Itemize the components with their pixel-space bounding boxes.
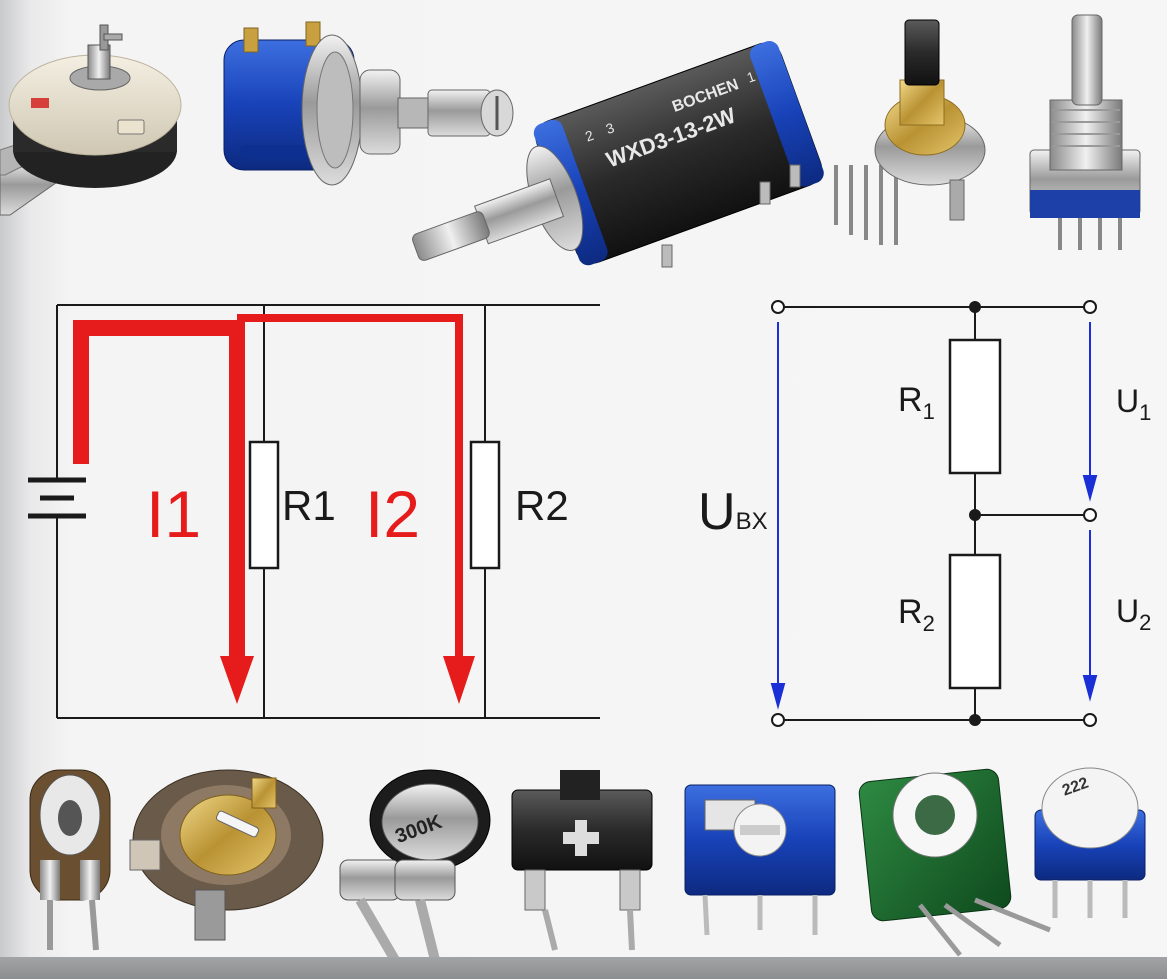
current-label-i2: I2 [365, 477, 420, 551]
wirewound-potentiometer-photo: WXD3-13-2W BOCHEN 2 3 1 [412, 41, 824, 268]
divider-label-r2: R2 [898, 593, 935, 636]
trimmer-300k-photo: 300K [339, 769, 491, 963]
current-label-i1: I1 [146, 477, 201, 551]
resistor-label-r2: R2 [515, 482, 569, 529]
resistor-r1-symbol [248, 440, 280, 570]
blue-white-trimmer-photo: 222 [1034, 767, 1146, 918]
multiturn-potentiometer-photo [223, 21, 514, 186]
arrow-ubx-head [770, 683, 786, 710]
resistor-r2-symbol [469, 440, 501, 570]
divider-resistor-r1-symbol [948, 338, 1002, 475]
current-path-i1 [73, 320, 245, 662]
voltage-divider-diagram: UBX R1 R2 U1 U2 [698, 300, 1151, 727]
arrow-u1-head [1082, 475, 1098, 502]
black-trimmer-photo [511, 770, 653, 951]
voltage-label-u1: U1 [1116, 383, 1151, 425]
divider-label-r1: R1 [898, 381, 935, 424]
voltage-label-ubx: UBX [698, 483, 768, 541]
encoder-potentiometer-photo [1029, 14, 1141, 250]
current-arrow-i1 [220, 656, 254, 704]
terminal-circles [771, 300, 1097, 727]
parallel-circuit-diagram: I1 I2 R1 R2 [28, 304, 600, 719]
bottom-border-strip [0, 957, 1167, 979]
voltage-label-u2: U2 [1116, 593, 1151, 635]
arrow-u2-head [1082, 675, 1098, 702]
blue-trimmer-photo [684, 784, 836, 936]
junction-dots [969, 301, 981, 726]
current-path-i2 [237, 314, 463, 662]
round-trimmer-photo [129, 769, 324, 941]
open-trimmer-photo [29, 769, 111, 951]
current-arrow-i2 [443, 656, 475, 704]
rotary-potentiometer-photo [834, 19, 986, 245]
green-trimmer-photo [858, 768, 1051, 957]
ceramic-rheostat-photo [0, 24, 182, 216]
resistor-label-r1: R1 [282, 482, 336, 529]
battery-symbol [28, 477, 86, 519]
divider-resistor-r2-symbol [948, 553, 1002, 690]
